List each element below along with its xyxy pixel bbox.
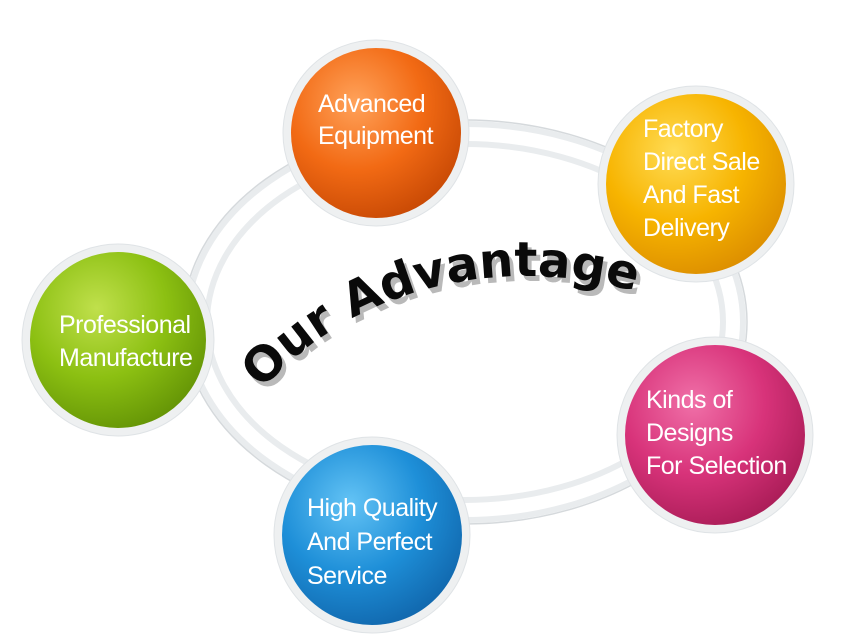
node-label-line: Equipment [318,122,434,150]
node-label-line: High Quality [307,494,438,522]
node-label-line: Service [307,562,387,590]
node-label-line: Designs [646,419,733,447]
node-label-line: Factory [643,115,724,143]
node-label-line: Advanced [318,90,425,118]
node-circle [606,94,786,274]
node-circle [625,345,805,525]
node-label-line: For Selection [646,452,787,480]
node-circle [282,445,462,625]
node-label-line: And Perfect [307,528,433,556]
node-label-line: Delivery [643,214,730,242]
node-label-line: And Fast [643,181,740,209]
node-label-line: Kinds of [646,386,733,414]
node-circle [30,252,206,428]
node-label-line: Manufacture [59,344,192,372]
node-label-line: Professional [59,311,191,339]
node-circle [291,48,461,218]
node-label-line: Direct Sale [643,148,760,176]
